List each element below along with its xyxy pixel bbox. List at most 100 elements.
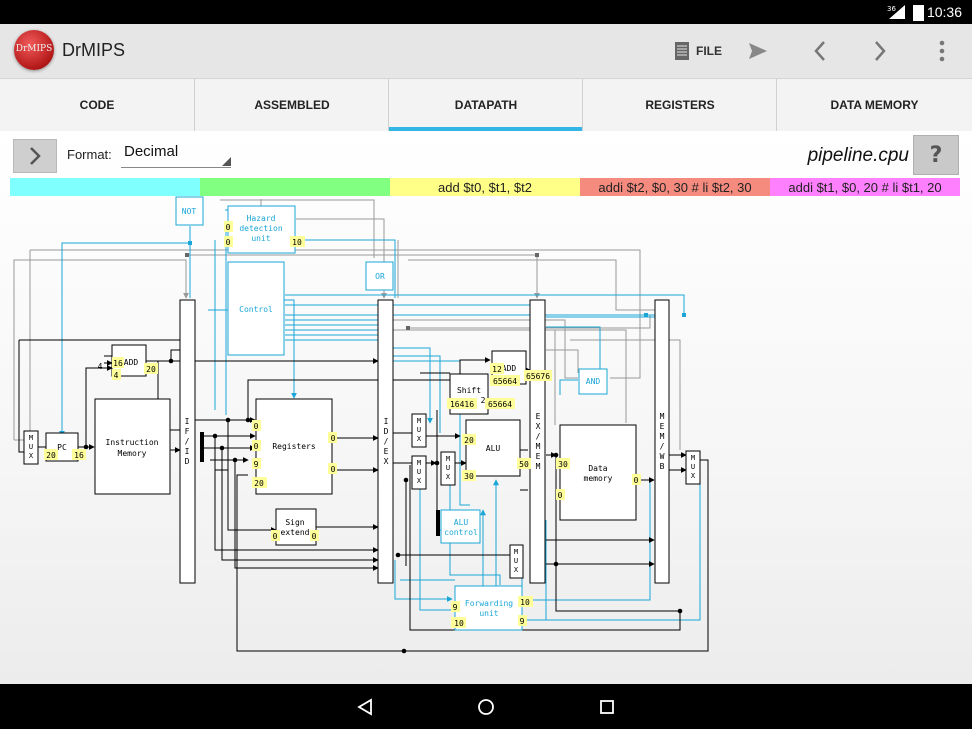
format-select[interactable]: Decimal xyxy=(121,143,231,168)
svg-text:X: X xyxy=(417,477,422,485)
home-button[interactable] xyxy=(473,694,499,720)
stage-ex-text: add $t0, $t1, $t2 xyxy=(438,179,532,195)
svg-text:E: E xyxy=(536,412,541,421)
if-id-label: IF/ID xyxy=(185,417,190,466)
svg-text:X: X xyxy=(536,422,541,431)
svg-text:M: M xyxy=(660,412,665,421)
sign-line-1: Sign xyxy=(285,518,304,527)
run-button[interactable] xyxy=(736,24,780,78)
alu xyxy=(465,419,521,477)
svg-text:10: 10 xyxy=(520,598,530,607)
overflow-menu-button[interactable] xyxy=(924,24,960,78)
step-back-button[interactable] xyxy=(800,24,840,78)
alu-label: ALU xyxy=(486,444,501,453)
svg-text:U: U xyxy=(514,557,518,565)
mux-fwd-a xyxy=(411,413,427,448)
step-forward-button[interactable] xyxy=(860,24,900,78)
svg-text:12: 12 xyxy=(492,365,502,374)
imem-line-1: Instruction xyxy=(106,438,159,447)
svg-text:/: / xyxy=(384,437,389,446)
tab-datapath[interactable]: DATAPATH xyxy=(388,79,583,131)
tab-code-label: CODE xyxy=(79,98,115,112)
svg-text:/: / xyxy=(185,437,190,446)
status-bar: 36 10:36 xyxy=(0,0,972,24)
mux-pc xyxy=(23,430,39,465)
navigation-bar xyxy=(0,684,972,729)
cpu-file-name: pipeline.cpu xyxy=(807,145,909,166)
svg-text:X: X xyxy=(417,435,422,443)
help-label: ? xyxy=(929,142,943,168)
control-unit xyxy=(227,261,285,356)
svg-text:20: 20 xyxy=(254,479,264,488)
back-button[interactable] xyxy=(352,694,378,720)
recents-button[interactable] xyxy=(594,694,620,720)
or-label: OR xyxy=(375,272,385,281)
expand-panel-button[interactable] xyxy=(13,139,57,173)
file-icon xyxy=(675,42,689,60)
tab-assembled-label: ASSEMBLED xyxy=(254,98,330,112)
tab-assembled[interactable]: ASSEMBLED xyxy=(194,79,389,131)
svg-text:X: X xyxy=(514,566,519,574)
svg-text:16416: 16416 xyxy=(450,400,474,409)
file-label: FILE xyxy=(696,44,722,58)
svg-text:E: E xyxy=(384,447,389,456)
svg-text:M: M xyxy=(691,454,695,462)
svg-text:M: M xyxy=(514,548,518,556)
svg-text:30: 30 xyxy=(464,472,474,481)
mux-regdst xyxy=(509,544,524,579)
battery-icon xyxy=(913,5,924,21)
tab-code[interactable]: CODE xyxy=(0,79,194,131)
tab-bar: CODE ASSEMBLED DATAPATH REGISTERS DATA M… xyxy=(0,78,972,131)
adder-pc-label: ADD xyxy=(124,358,139,367)
svg-text:0: 0 xyxy=(273,532,278,541)
chevron-right-icon xyxy=(30,147,41,165)
svg-text:/: / xyxy=(536,432,541,441)
svg-text:U: U xyxy=(417,468,421,476)
tab-registers-label: REGISTERS xyxy=(645,98,715,112)
register-file xyxy=(255,398,333,495)
svg-text:X: X xyxy=(446,473,451,481)
mux-alu-src xyxy=(440,451,456,486)
send-icon xyxy=(749,43,767,59)
tab-data-memory[interactable]: DATA MEMORY xyxy=(776,79,972,131)
stage-wb-text: addi $t1, $0, 20 # li $t1, 20 xyxy=(788,179,942,195)
sign-extend xyxy=(275,508,317,546)
svg-text:0: 0 xyxy=(558,491,563,500)
app-title: DrMIPS xyxy=(62,40,125,60)
file-button[interactable]: FILE xyxy=(670,24,726,78)
dropdown-triangle-icon xyxy=(222,157,231,166)
svg-text:/: / xyxy=(660,442,665,451)
sign-line-2: extend xyxy=(281,528,310,537)
help-button[interactable]: ? xyxy=(913,135,959,175)
svg-text:65664: 65664 xyxy=(493,377,517,386)
svg-text:M: M xyxy=(660,432,665,441)
or-gate xyxy=(365,261,394,291)
signal-icon: 36 xyxy=(885,3,909,25)
hazard-line-1: Hazard xyxy=(247,214,276,223)
svg-text:I: I xyxy=(185,417,190,426)
forwarding-unit xyxy=(454,585,523,631)
stage-ex: add $t0, $t1, $t2 xyxy=(390,178,580,196)
svg-text:0: 0 xyxy=(226,238,231,247)
dmem-line-1: Data xyxy=(588,464,607,473)
svg-text:D: D xyxy=(384,427,389,436)
svg-text:2: 2 xyxy=(481,396,486,405)
hazard-detection-unit xyxy=(227,205,296,254)
alu-control-line-2: control xyxy=(444,528,478,537)
imem-line-2: Memory xyxy=(118,449,147,458)
svg-text:0: 0 xyxy=(331,434,336,443)
chevron-left-icon xyxy=(814,41,825,61)
svg-text:W: W xyxy=(660,452,665,461)
adder-branch-label: ADD xyxy=(502,364,517,373)
svg-text:4: 4 xyxy=(114,371,119,380)
action-bar: DrMIPS DrMIPS FILE xyxy=(0,24,972,78)
svg-text:I: I xyxy=(185,447,190,456)
if-id-register xyxy=(179,299,196,584)
tab-registers[interactable]: REGISTERS xyxy=(582,79,777,131)
ex-mem-label: EX/MEM xyxy=(536,412,541,471)
value-labels: 0 0 10 4 16 4 20 20 16 0 0 9 20 0 0 0 0 … xyxy=(44,221,641,628)
svg-text:X: X xyxy=(691,472,696,480)
hazard-line-3: unit xyxy=(251,234,270,243)
mux-pc-u: U xyxy=(29,443,33,451)
